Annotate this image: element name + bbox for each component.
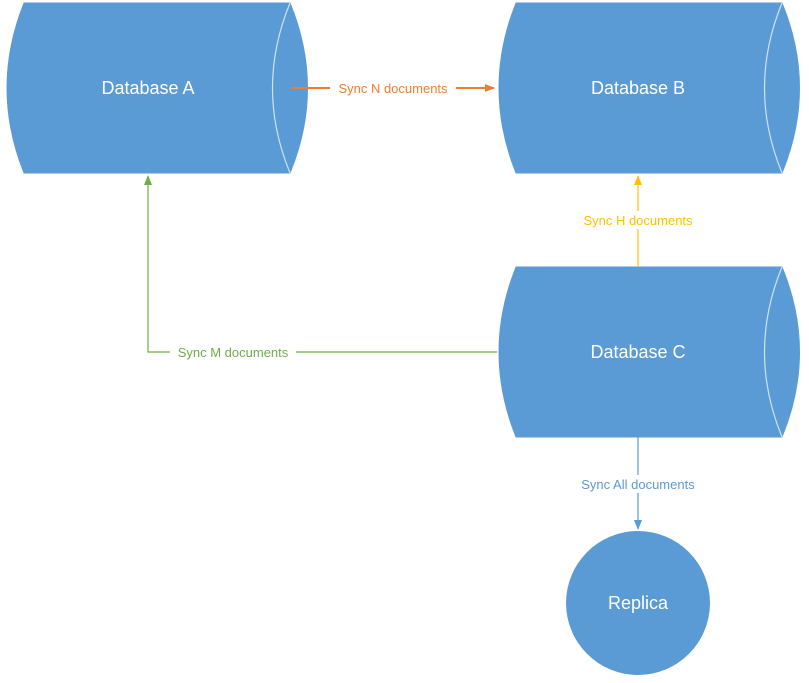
edge-sync-m-label-bg xyxy=(170,343,296,361)
database-c-end-face xyxy=(763,266,783,438)
database-a-label: Database A xyxy=(101,78,194,98)
edge-sync-n[interactable]: Sync N documents xyxy=(291,79,495,97)
database-a-node[interactable]: Database A xyxy=(6,2,308,174)
edge-sync-m-label: Sync M documents xyxy=(178,345,289,360)
database-c-node[interactable]: Database C xyxy=(498,266,800,438)
edge-sync-m-line xyxy=(144,175,497,353)
database-b-label: Database B xyxy=(591,78,685,98)
edge-sync-h-label: Sync H documents xyxy=(583,213,693,228)
replica-label: Replica xyxy=(608,593,669,613)
replica-circle xyxy=(566,531,710,675)
replica-node[interactable]: Replica xyxy=(566,531,710,675)
edge-sync-n-label-bg xyxy=(330,79,456,97)
edge-sync-h-label-bg xyxy=(576,211,700,229)
database-b-end-face xyxy=(763,2,783,174)
edge-sync-h[interactable]: Sync H documents xyxy=(576,175,700,267)
edge-sync-all[interactable]: Sync All documents xyxy=(571,437,705,530)
edge-sync-n-label: Sync N documents xyxy=(338,81,448,96)
database-c-label: Database C xyxy=(590,342,685,362)
database-b-node[interactable]: Database B xyxy=(498,2,800,174)
edge-sync-all-label: Sync All documents xyxy=(581,477,695,492)
edge-sync-m[interactable]: Sync M documents xyxy=(144,175,497,361)
edge-sync-all-label-bg xyxy=(571,475,705,493)
database-a-end-face xyxy=(271,2,291,174)
